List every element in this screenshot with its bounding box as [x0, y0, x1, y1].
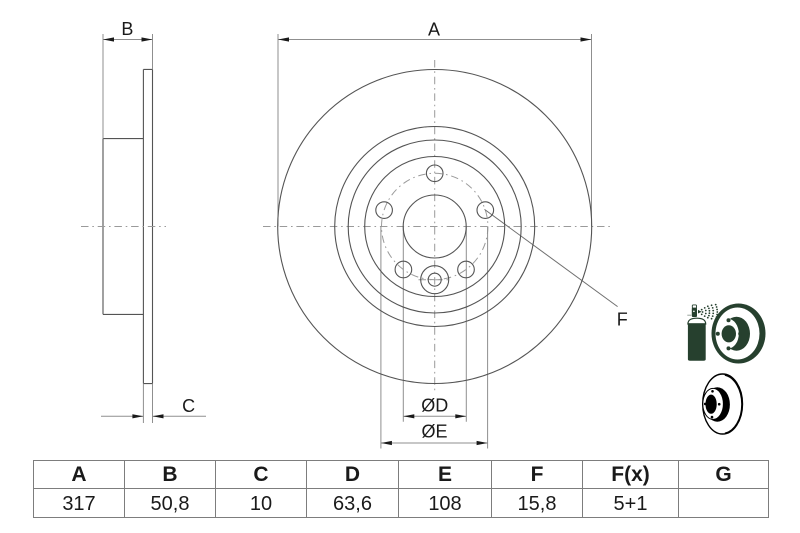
- svg-text:B: B: [121, 19, 133, 39]
- svg-text:F: F: [617, 309, 628, 329]
- svg-text:C: C: [182, 396, 195, 416]
- svg-text:ØD: ØD: [421, 396, 448, 416]
- svg-text:A: A: [428, 20, 440, 40]
- svg-text:ØE: ØE: [421, 421, 447, 441]
